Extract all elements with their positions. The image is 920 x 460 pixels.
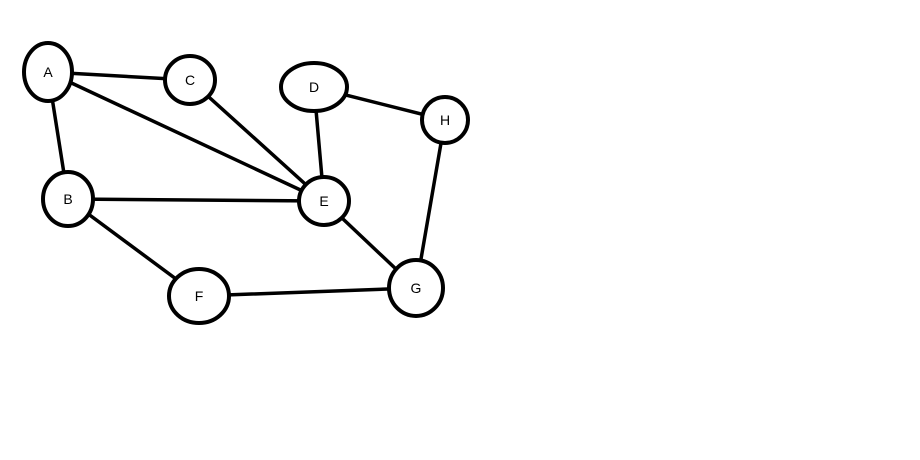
node-circle [387, 258, 445, 318]
node-circle [167, 267, 231, 325]
node-label: G [411, 280, 422, 296]
nodes-layer: A B C D E F G H [22, 41, 470, 325]
edges-layer [46, 70, 447, 298]
node-label: E [319, 193, 328, 209]
node-label: F [195, 288, 204, 304]
node-circle [163, 54, 217, 106]
node-circle [279, 61, 349, 113]
node-circle [41, 170, 95, 228]
node-circle [420, 95, 470, 145]
node-label: A [43, 64, 53, 80]
node-label: D [309, 79, 319, 95]
node-label: C [185, 72, 195, 88]
node-circle [297, 175, 351, 227]
node-g: G [387, 258, 445, 318]
node-h: H [420, 95, 470, 145]
edge-c-e [188, 78, 326, 203]
node-label: H [440, 112, 450, 128]
node-e: E [297, 175, 351, 227]
node-label: B [63, 191, 72, 207]
edge-b-e [66, 197, 326, 203]
node-circle [22, 41, 74, 103]
edge-a-e [46, 70, 326, 203]
node-a: A [22, 41, 74, 103]
edge-f-g [197, 286, 418, 298]
node-b: B [41, 170, 95, 228]
node-d: D [279, 61, 349, 113]
node-f: F [167, 267, 231, 325]
node-c: C [163, 54, 217, 106]
